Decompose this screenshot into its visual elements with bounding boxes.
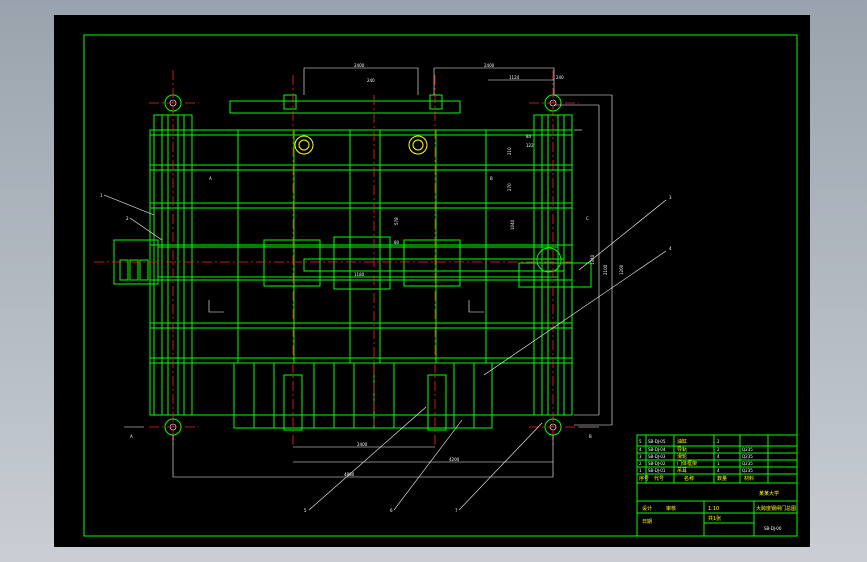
section-mark-a: A [209,176,212,181]
row-1-name: 吊耳 [677,468,687,474]
dim-top-right: 2400 [484,63,495,68]
row-1-no: 1 [639,468,642,473]
dimensions: 2400 240 2400 1124 240 84 122 1040 1340 … [124,63,624,478]
balloon-4: 4 [669,246,672,251]
balloon-5: 5 [304,508,307,513]
row-4-code: SB-DJ-04 [648,447,666,452]
title-block [636,434,798,537]
header-name: 名称 [684,475,694,482]
part-leaders: 1 2 3 4 5 6 7 [100,193,672,513]
title-block-text: 5 SB-DJ-05 油缸 2 4 SB-DJ-04 导轨 2 Q235 3 S… [639,438,796,531]
balloon-7: 7 [455,508,458,513]
balloon-1: 1 [100,193,103,198]
row-3-mat: Q235 [742,454,753,459]
row-2-no: 2 [639,461,642,466]
header-no: 序号 [639,475,649,482]
dim-right-c: 1040 [510,219,515,230]
dim-top-left-sub: 240 [367,78,375,83]
row-5-qty: 2 [717,439,720,444]
section-mark-d: A [130,434,133,439]
dim-bottom-inner-b: 4200 [449,457,460,462]
checker-label: 审核 [666,505,676,512]
sheet-count: 共1张 [708,515,721,522]
balloon-2: 2 [126,216,129,221]
school-name: 某某大学 [759,490,779,497]
row-2-mat: Q235 [742,461,753,466]
row-2-name: 门体框架 [677,460,697,467]
row-3-name: 滑轮 [677,453,687,460]
row-3-no: 3 [639,454,642,459]
row-3-qty: 4 [717,454,720,459]
row-4-mat: Q235 [742,447,753,452]
sheet-border [83,34,798,537]
scale-value: 1:10 [708,506,719,512]
date-label: 日期 [642,519,652,525]
drawing-title: 大跨度钢闸门总图 [756,505,796,512]
dim-mid-a: 210 [507,147,512,155]
dim-top-left: 2400 [354,63,365,68]
row-4-name: 导轨 [677,446,687,453]
header-qty: 数量 [717,475,727,482]
drawing-canvas: 2400 240 2400 1124 240 84 122 1040 1340 … [83,34,798,537]
row-5-code: SB-DJ-05 [648,439,666,444]
section-mark-c: C [586,216,589,221]
designer-label: 设计 [642,505,652,512]
dim-mid-b: 270 [507,183,512,191]
row-2-code: SB-DJ-02 [648,461,666,466]
row-4-no: 4 [639,447,642,452]
dim-center-small: 80 [394,240,400,245]
dim-right-e: 2100 [603,264,608,275]
cad-viewport[interactable]: 2400 240 2400 1124 240 84 122 1040 1340 … [54,15,810,547]
dim-right-d: 1340 [590,254,595,265]
row-1-mat: Q235 [742,468,753,473]
row-1-qty: 4 [717,468,720,473]
dim-top-right-sub-a: 1124 [509,75,520,80]
dim-top-right-sub-b: 240 [556,75,564,80]
balloon-6: 6 [390,508,393,513]
row-4-qty: 2 [717,447,720,452]
dim-right-a: 84 [526,134,532,139]
row-3-code: SB-DJ-03 [648,454,666,459]
center-lines [94,70,579,445]
row-2-qty: 1 [717,461,720,466]
header-mat: 材料 [744,475,754,482]
row-5-name: 油缸 [677,438,687,445]
dim-bottom-inner: 2400 [357,442,368,447]
dim-center-horizontal: 1180 [354,272,365,277]
dim-right-b: 122 [526,143,534,148]
gate-frame [113,94,592,436]
drawing-number: SB-DJ-00 [764,526,782,531]
section-mark-e: B [589,434,592,439]
row-5-no: 5 [639,439,642,444]
row-1-code: SB-DJ-01 [648,468,666,473]
dim-center-vertical: 578 [394,217,399,225]
balloon-3: 3 [669,195,672,200]
section-mark-b: B [490,176,493,181]
header-code: 代号 [654,475,664,482]
dim-right-f: 1200 [619,264,624,275]
